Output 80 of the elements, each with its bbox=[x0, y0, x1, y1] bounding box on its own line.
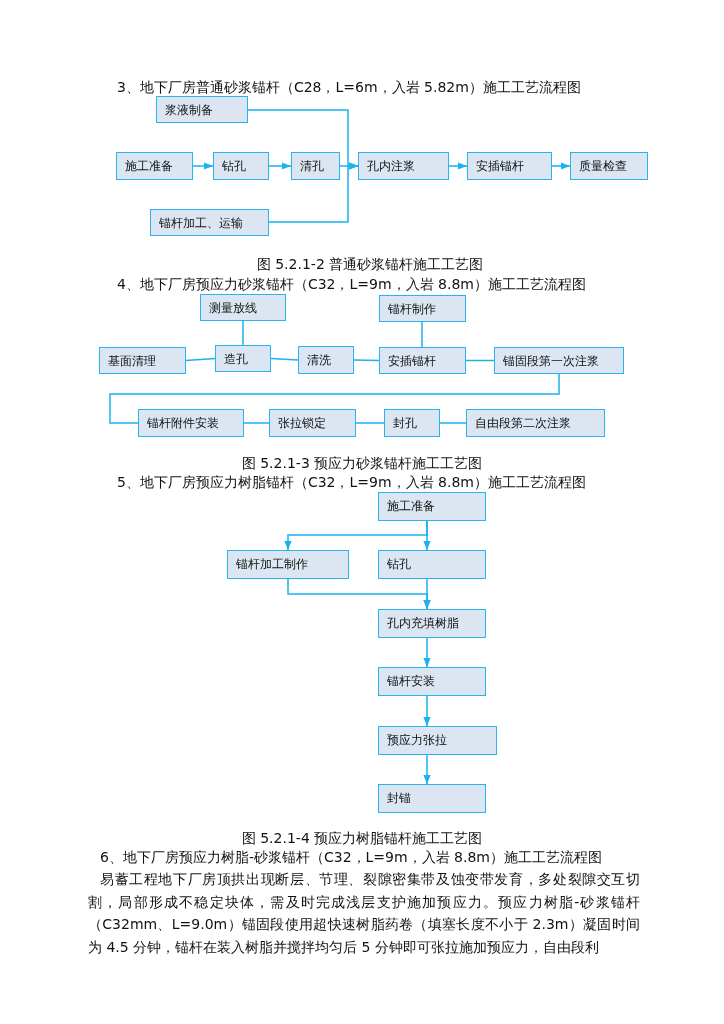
process-box bbox=[384, 409, 440, 437]
process-box bbox=[215, 345, 271, 372]
box-label: 孔内充填树脂 bbox=[387, 616, 459, 630]
box-label: 封孔 bbox=[393, 416, 417, 430]
process-box bbox=[494, 347, 624, 374]
process-box bbox=[213, 152, 269, 180]
arrow bbox=[423, 754, 431, 785]
box-label: 钻孔 bbox=[387, 557, 411, 571]
arrow bbox=[287, 578, 431, 610]
connector-line bbox=[243, 422, 270, 424]
arrow bbox=[423, 637, 431, 668]
figure-caption: 图 5.2.1-4 预应力树脂锚杆施工工艺图 bbox=[241, 830, 483, 848]
arrow bbox=[423, 695, 431, 727]
box-label: 锚杆加工、运输 bbox=[159, 216, 243, 230]
figure-caption: 图 5.2.1-3 预应力砂浆锚杆施工工艺图 bbox=[241, 455, 483, 473]
arrow bbox=[192, 162, 214, 170]
process-box bbox=[291, 152, 340, 180]
box-label: 锚杆安装 bbox=[387, 674, 435, 688]
connector-line bbox=[109, 373, 560, 424]
arrow bbox=[423, 520, 431, 551]
box-label: 造孔 bbox=[224, 352, 248, 366]
paragraph: 易蓄工程地下厂房顶拱出现断层、节理、裂隙密集带及蚀变带发育，多处裂隙交互切割，局部形成不稳定块体，需及时完成浅层支护施加预应力。预应力树脂-砂浆锚杆（C32mm、L=9.0m）锚固段使用超快速树脂药卷（填塞长度不小于 2.3m）凝固时间为 4.5 分钟，锚杆在装入树脂并搅拌均匀后 5 分钟即可张拉施加预应力，自由段利 bbox=[88, 870, 640, 957]
process-box bbox=[156, 96, 248, 123]
box-label: 封锚 bbox=[387, 791, 411, 805]
connector-line bbox=[421, 321, 423, 348]
box-label: 施工准备 bbox=[387, 499, 435, 513]
process-box bbox=[378, 784, 486, 813]
process-box bbox=[378, 550, 486, 579]
arrow bbox=[551, 162, 571, 170]
process-box bbox=[378, 492, 486, 521]
box-label: 预应力张拉 bbox=[387, 733, 447, 747]
process-box bbox=[379, 347, 466, 374]
process-box bbox=[378, 609, 486, 638]
connector-line bbox=[353, 359, 380, 362]
heading: 4、地下厂房预应力砂浆锚杆（C32，L=9m，入岩 8.8m）施工工艺流程图 bbox=[117, 276, 586, 294]
box-label: 浆液制备 bbox=[165, 103, 213, 117]
connector-line bbox=[185, 357, 216, 362]
process-box bbox=[99, 347, 186, 374]
box-label: 质量检查 bbox=[579, 159, 627, 173]
process-box bbox=[467, 152, 552, 180]
heading: 5、地下厂房预应力树脂锚杆（C32，L=9m，入岩 8.8m）施工工艺流程图 bbox=[117, 474, 586, 492]
process-box bbox=[227, 550, 349, 579]
box-label: 孔内注浆 bbox=[367, 159, 415, 173]
process-box bbox=[269, 409, 356, 437]
box-label: 锚杆加工制作 bbox=[236, 557, 308, 571]
connector-line bbox=[270, 357, 299, 361]
box-label: 安插锚杆 bbox=[388, 354, 436, 368]
process-box bbox=[378, 726, 497, 755]
arrow bbox=[268, 162, 292, 170]
process-box bbox=[570, 152, 648, 180]
box-label: 安插锚杆 bbox=[476, 159, 524, 173]
heading: 3、地下厂房普通砂浆锚杆（C28，L=6m，入岩 5.82m）施工工艺流程图 bbox=[117, 79, 581, 97]
process-box bbox=[466, 409, 605, 437]
figure-caption: 图 5.2.1-2 普通砂浆锚杆施工工艺图 bbox=[256, 256, 484, 274]
box-label: 张拉锁定 bbox=[278, 416, 326, 430]
connector-line bbox=[355, 422, 385, 424]
box-label: 清洗 bbox=[307, 353, 331, 367]
box-label: 自由段第二次注浆 bbox=[475, 416, 571, 430]
process-box bbox=[200, 294, 286, 321]
connector-line bbox=[242, 320, 244, 346]
box-label: 锚杆制作 bbox=[388, 302, 436, 316]
connector-line bbox=[439, 422, 467, 424]
box-label: 清孔 bbox=[300, 159, 324, 173]
box-label: 锚杆附件安装 bbox=[147, 416, 219, 430]
process-box bbox=[298, 346, 354, 374]
box-label: 钻孔 bbox=[222, 159, 246, 173]
box-label: 基面清理 bbox=[108, 354, 156, 368]
process-box bbox=[150, 209, 269, 236]
process-box bbox=[358, 152, 449, 180]
process-box bbox=[138, 409, 244, 437]
heading: 6、地下厂房预应力树脂-砂浆锚杆（C32，L=9m，入岩 8.8m）施工工艺流程图 bbox=[100, 849, 602, 867]
box-label: 施工准备 bbox=[125, 159, 173, 173]
process-box bbox=[378, 667, 486, 696]
arrow bbox=[448, 162, 468, 170]
box-label: 锚固段第一次注浆 bbox=[503, 354, 599, 368]
connector-line bbox=[465, 359, 495, 362]
process-box bbox=[116, 152, 193, 180]
arrow bbox=[268, 162, 359, 223]
box-label: 测量放线 bbox=[209, 301, 257, 315]
process-box bbox=[379, 295, 466, 322]
